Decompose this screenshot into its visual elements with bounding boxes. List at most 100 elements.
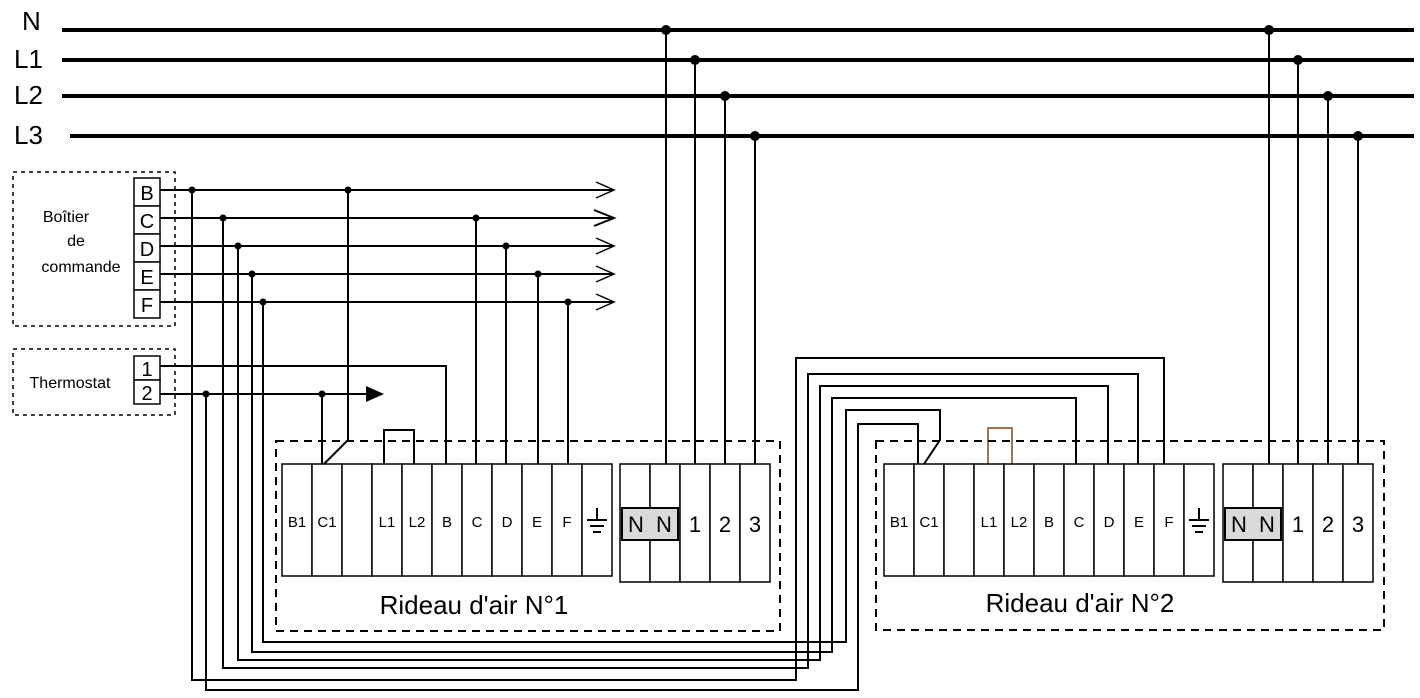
junction-dot xyxy=(248,270,256,278)
loop-wire-e xyxy=(251,274,1077,653)
power-terminal-label-1: 1 xyxy=(1292,512,1304,537)
wire-b-to-b1 xyxy=(323,190,349,465)
terminal-f xyxy=(1153,463,1185,577)
power-terminal-2 xyxy=(1312,463,1344,583)
junction-dot xyxy=(661,25,671,35)
unit-1-outline xyxy=(275,440,781,632)
control-terminal-c xyxy=(133,205,161,235)
junction-dot xyxy=(1264,25,1274,35)
jumper-l1-l2-unit-2 xyxy=(987,427,1013,464)
power-terminal-1 xyxy=(1282,463,1314,583)
terminal-e xyxy=(521,463,553,577)
power-drops xyxy=(665,30,1359,464)
terminal-label-c: C xyxy=(1074,514,1085,531)
junction-dot xyxy=(219,214,227,222)
control-terminal-label-f: F xyxy=(141,295,153,317)
arrow-icon xyxy=(595,181,616,199)
junction-dot xyxy=(720,91,730,101)
junction-dot xyxy=(188,186,196,194)
terminal-label-f: F xyxy=(562,514,571,531)
terminal-label-e: E xyxy=(532,514,542,531)
control-terminal-block-unit-2: B1 C1 L1 L2 B C D E F xyxy=(883,463,1215,577)
terminal-l1 xyxy=(371,463,403,577)
thermostat-terminal-2 xyxy=(133,379,161,405)
junction-dot xyxy=(202,390,210,398)
thermostat-terminal-label-1: 1 xyxy=(141,359,152,381)
terminal-l1 xyxy=(973,463,1005,577)
junction-dot xyxy=(259,298,267,306)
loop-wire-d xyxy=(237,246,1109,661)
bus-label-n: N xyxy=(22,6,41,36)
neutral-label-box xyxy=(1224,507,1282,541)
power-terminal-label-1: 1 xyxy=(689,512,701,537)
thermostat-wire-1 xyxy=(160,365,447,464)
bus-label-l2: L2 xyxy=(14,80,43,110)
earth-icon xyxy=(1189,508,1209,533)
power-terminal-label-3: 3 xyxy=(1352,512,1364,537)
terminal-c xyxy=(1063,463,1095,577)
neutral-label-box xyxy=(621,507,679,541)
control-terminal-label-c: C xyxy=(140,211,154,233)
junction-dot xyxy=(690,55,700,65)
terminal-label-l1: L1 xyxy=(981,514,998,531)
power-terminal-label-n: N xyxy=(1259,512,1275,537)
arrow-icon xyxy=(595,265,616,283)
terminal-label-l1: L1 xyxy=(379,514,396,531)
jumper-l1-l2-unit-1 xyxy=(383,429,415,464)
junction-dot xyxy=(472,214,480,222)
arrow-icon xyxy=(593,209,617,227)
junction-dot xyxy=(1323,91,1333,101)
junction-dot xyxy=(318,390,326,398)
power-terminal-label-n: N xyxy=(1231,512,1247,537)
terminal-label-b1: B1 xyxy=(890,514,908,531)
control-terminal-f xyxy=(133,289,161,319)
arrow-icon xyxy=(595,293,616,311)
control-terminal-block-unit-1: B1 C1 L1 L2 B C D E F xyxy=(281,463,613,577)
thermostat-outline xyxy=(12,348,176,416)
air-curtain-unit-1: B1 C1 L1 L2 B C D E F N N 1 xyxy=(275,440,781,632)
unit-2-caption: Rideau d'air N°2 xyxy=(986,588,1175,618)
power-terminal-3 xyxy=(739,463,771,583)
control-box-outline xyxy=(12,171,176,327)
junction-dot xyxy=(750,131,760,141)
terminal-label-f: F xyxy=(1164,514,1173,531)
control-box-title-1: Boîtier xyxy=(43,209,90,226)
terminal-label-b: B xyxy=(1044,514,1054,531)
control-wires xyxy=(160,181,617,464)
terminal-l2 xyxy=(1003,463,1035,577)
terminal-label-b: B xyxy=(442,514,452,531)
power-terminal-3 xyxy=(1342,463,1374,583)
bus-label-l1: L1 xyxy=(14,44,43,74)
junction-dot xyxy=(1293,55,1303,65)
unit-1-caption: Rideau d'air N°1 xyxy=(380,590,569,620)
arrow-icon xyxy=(595,237,616,255)
power-terminal-label-2: 2 xyxy=(719,512,731,537)
air-curtain-unit-2: B1 C1 L1 L2 B C D E F N N 1 xyxy=(875,440,1385,631)
terminal-blank xyxy=(943,463,975,577)
power-terminal-block-unit-1: N N 1 2 3 xyxy=(619,463,771,583)
power-terminal-2 xyxy=(709,463,741,583)
thermostat-title: Thermostat xyxy=(30,375,111,392)
thermostat-terminal-label-2: 2 xyxy=(141,383,152,405)
control-terminal-label-b: B xyxy=(140,183,153,205)
power-terminal-block-unit-2: N N 1 2 3 xyxy=(1222,463,1374,583)
power-terminal-label-3: 3 xyxy=(749,512,761,537)
loop-wire-thermostat-2 xyxy=(205,394,919,691)
control-box: Boîtier de commande B C D E F xyxy=(12,171,176,327)
thermostat-terminal-1 xyxy=(133,355,161,381)
power-terminal-label-2: 2 xyxy=(1322,512,1334,537)
terminal-f xyxy=(551,463,583,577)
arrow-icon xyxy=(366,386,384,402)
control-box-title-3: commande xyxy=(41,259,120,276)
terminal-label-e: E xyxy=(1134,514,1144,531)
loop-wires xyxy=(191,190,1165,691)
power-terminal-label-n: N xyxy=(628,512,644,537)
junction-dot xyxy=(564,298,572,306)
terminal-label-c1: C1 xyxy=(919,514,938,531)
terminal-c1 xyxy=(311,463,343,577)
junction-dots xyxy=(188,25,1363,398)
terminal-label-l2: L2 xyxy=(409,514,426,531)
junction-dot xyxy=(1353,131,1363,141)
terminal-b1 xyxy=(281,463,313,577)
